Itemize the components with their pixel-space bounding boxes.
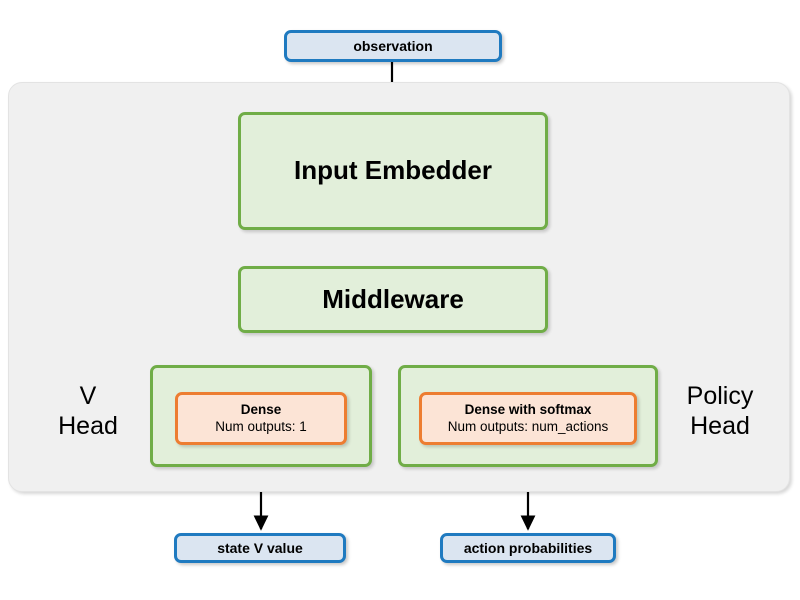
node-middleware[interactable]: Middleware (238, 266, 548, 333)
node-v-dense-title: Dense (240, 402, 282, 418)
node-policy-dense-subtitle: Num outputs: num_actions (447, 419, 609, 434)
node-policy-dense[interactable]: Dense with softmax Num outputs: num_acti… (419, 392, 637, 445)
label-v-head-line1: V (79, 382, 97, 410)
node-action-probabilities[interactable]: action probabilities (440, 533, 616, 563)
node-input-embedder-label: Input Embedder (294, 155, 492, 186)
node-v-dense[interactable]: Dense Num outputs: 1 (175, 392, 347, 445)
label-v-head-line2: Head (58, 411, 118, 440)
node-action-probabilities-label: action probabilities (463, 539, 593, 556)
label-v-head: V Head (38, 382, 138, 441)
node-state-v-value[interactable]: state V value (174, 533, 346, 563)
label-policy-head-line1: Policy (686, 382, 754, 410)
node-state-v-value-label: state V value (217, 539, 303, 556)
node-observation-label: observation (353, 37, 433, 54)
label-policy-head: Policy Head (664, 382, 776, 441)
node-observation[interactable]: observation (284, 30, 502, 62)
label-policy-head-line2: Head (690, 411, 750, 440)
node-middleware-label: Middleware (322, 283, 464, 314)
node-policy-dense-title: Dense with softmax (464, 402, 592, 418)
node-v-dense-subtitle: Num outputs: 1 (215, 419, 307, 434)
node-input-embedder[interactable]: Input Embedder (238, 112, 548, 230)
